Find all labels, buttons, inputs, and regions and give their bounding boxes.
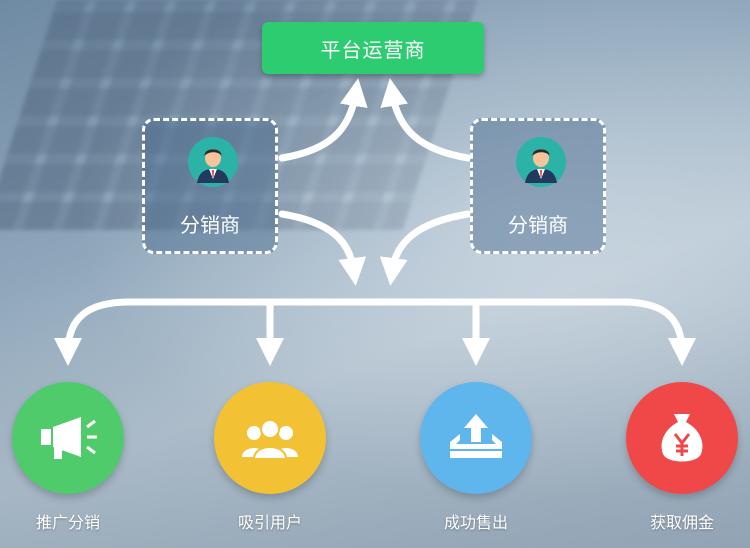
megaphone-icon (41, 417, 97, 459)
distributor-label: 分销商 (508, 213, 568, 237)
arrow-right-dist-to-hub (379, 210, 472, 286)
upload-box-icon (450, 414, 502, 458)
action-label: 成功售出 (443, 513, 508, 532)
distributor-node-right: 分销商 (470, 118, 606, 254)
user-group-icon (242, 419, 298, 460)
action-promote-distribute (12, 382, 124, 494)
arrow-left-dist-to-hub (278, 210, 367, 286)
money-bag-icon (661, 414, 703, 462)
action-label: 推广分销 (35, 513, 100, 532)
arrow-right-dist-to-platform (380, 78, 472, 162)
businessman-icon (516, 137, 566, 187)
action-earn-commission (626, 382, 738, 494)
action-sold-success (420, 382, 532, 494)
distribution-bar (64, 298, 686, 356)
businessman-icon (188, 137, 238, 187)
arrow-left-dist-to-platform (278, 78, 368, 162)
action-label: 获取佣金 (649, 513, 714, 532)
distributor-node-left: 分销商 (142, 118, 278, 254)
action-attract-users (214, 382, 326, 494)
action-label: 吸引用户 (237, 513, 302, 532)
platform-label: 平台运营商 (320, 37, 426, 62)
platform-operator-node: 平台运营商 (262, 22, 484, 74)
distributor-label: 分销商 (180, 213, 240, 237)
